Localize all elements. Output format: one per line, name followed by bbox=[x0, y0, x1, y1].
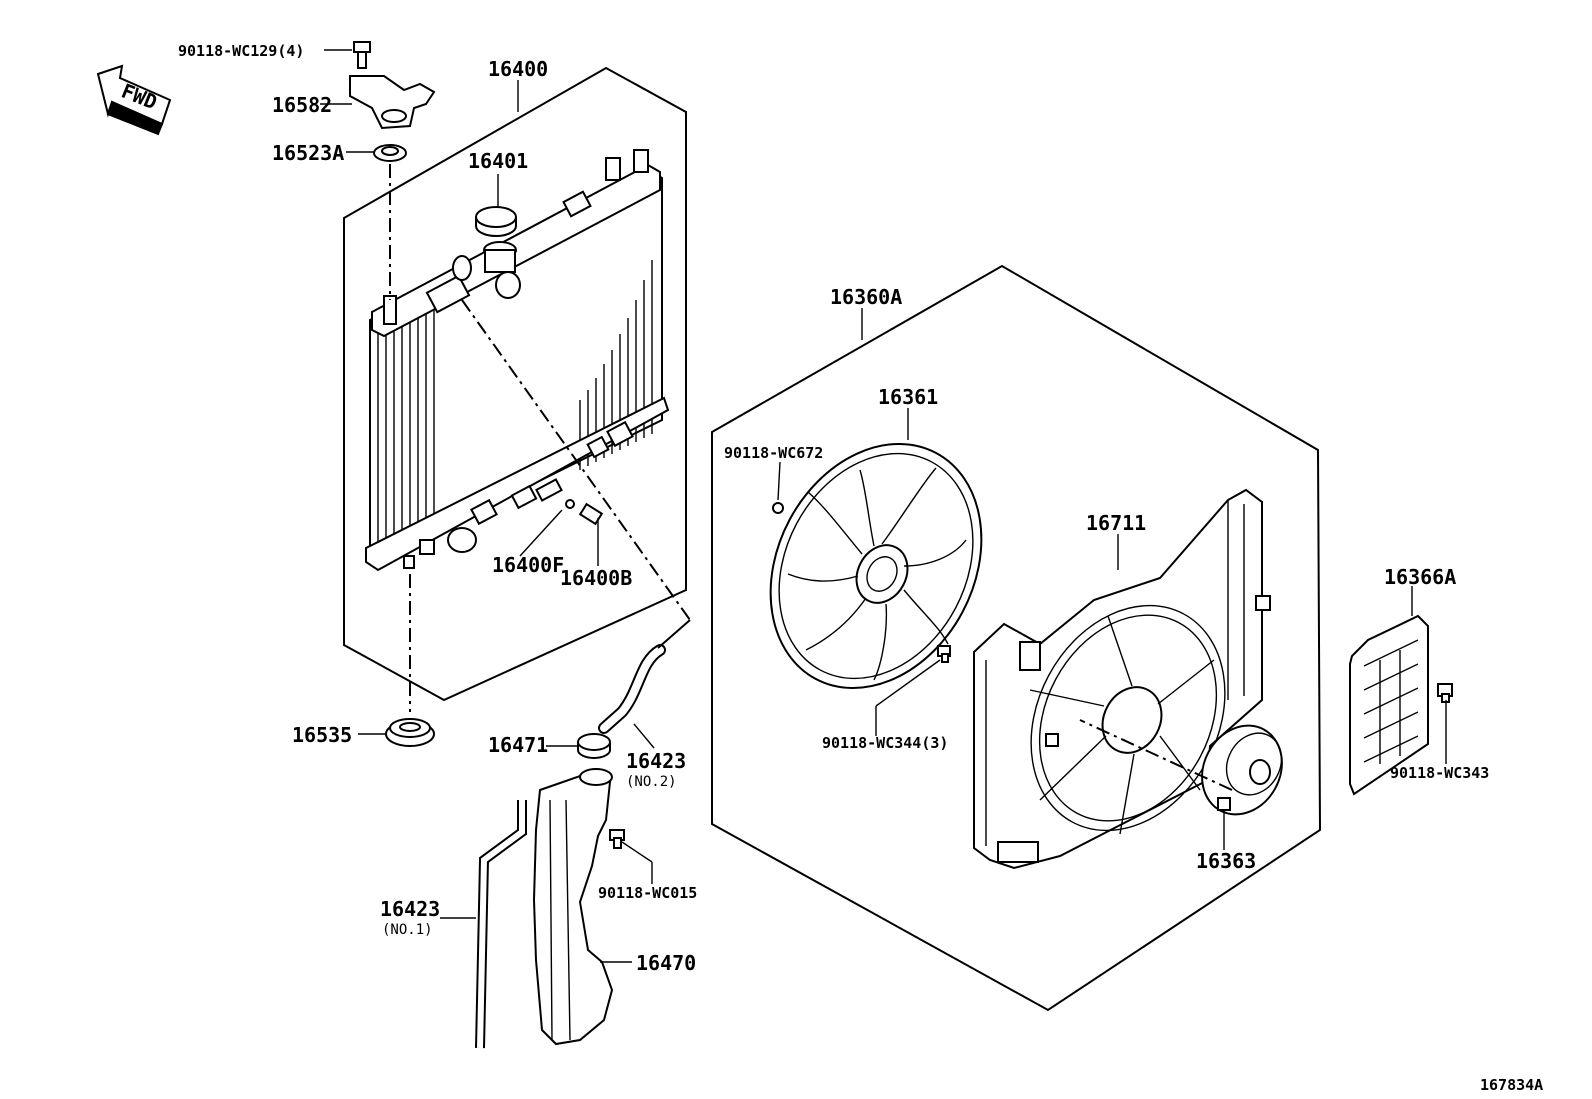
fwd-arrow-icon: FWD bbox=[96, 64, 172, 136]
label-fan-shroud-assy: 16360A bbox=[830, 285, 902, 309]
label-grommet-bottom: 16535 bbox=[292, 723, 352, 747]
screw-shroud-icon bbox=[937, 645, 951, 663]
radiator-cap bbox=[475, 206, 517, 237]
label-reservoir: 16470 bbox=[636, 951, 696, 975]
nut-fan-icon bbox=[772, 502, 784, 514]
label-hose-no1-sub: (NO.1) bbox=[382, 922, 433, 938]
label-drain-f: 16400F bbox=[492, 553, 564, 577]
label-bracket: 16582 bbox=[272, 93, 332, 117]
reservoir-cap bbox=[577, 733, 611, 759]
drawing-id: 167834A bbox=[1480, 1076, 1543, 1094]
label-nut-fan: 90118-WC672 bbox=[724, 444, 823, 462]
fan bbox=[769, 442, 983, 690]
label-cap: 16401 bbox=[468, 149, 528, 173]
bracket bbox=[349, 75, 436, 130]
bolt-top-icon bbox=[353, 41, 371, 69]
label-bolt-reservoir: 90118-WC015 bbox=[598, 884, 697, 902]
reservoir-tank bbox=[532, 768, 614, 1046]
label-screw-plate: 90118-WC343 bbox=[1390, 764, 1489, 782]
leader-lines bbox=[320, 49, 1447, 963]
fan-shroud-assembly-outline bbox=[711, 264, 1322, 1012]
grommet-top bbox=[373, 144, 407, 162]
label-shroud: 16711 bbox=[1086, 511, 1146, 535]
label-drain-b: 16400B bbox=[560, 566, 632, 590]
label-screw-shroud: 90118-WC344(3) bbox=[822, 734, 948, 752]
fan-plate bbox=[1349, 614, 1429, 796]
label-grommet-top: 16523A bbox=[272, 141, 344, 165]
label-motor: 16363 bbox=[1196, 849, 1256, 873]
label-cap-reservoir: 16471 bbox=[488, 733, 548, 757]
screw-plate-icon bbox=[1437, 683, 1453, 703]
radiator-assembly-outline bbox=[343, 66, 687, 702]
fan-motor bbox=[1201, 724, 1283, 816]
label-radiator-assy: 16400 bbox=[488, 57, 548, 81]
label-bolt-top: 90118-WC129(4) bbox=[178, 42, 304, 60]
bolt-reservoir-icon bbox=[609, 829, 625, 849]
grommet-bottom bbox=[385, 718, 435, 747]
hose-no1 bbox=[475, 800, 527, 1049]
fan-shroud bbox=[973, 488, 1271, 870]
label-plate: 16366A bbox=[1384, 565, 1456, 589]
radiator-fins bbox=[377, 260, 653, 548]
label-hose-no2-sub: (NO.2) bbox=[626, 774, 677, 790]
label-fan: 16361 bbox=[878, 385, 938, 409]
label-hose-no2: 16423 bbox=[626, 749, 686, 773]
hose-no2 bbox=[598, 644, 666, 734]
label-hose-no1: 16423 bbox=[380, 897, 440, 921]
radiator-core bbox=[365, 149, 670, 572]
